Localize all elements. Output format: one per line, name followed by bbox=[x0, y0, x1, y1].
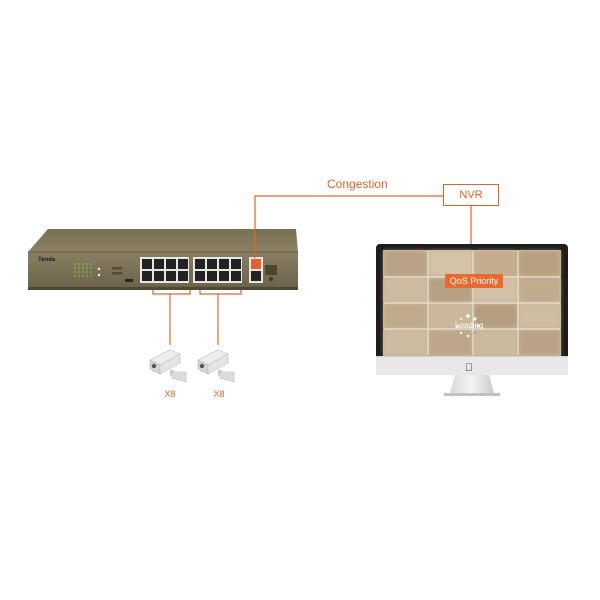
switch-top-panel bbox=[28, 229, 298, 252]
qos-priority-label: QoS Priority bbox=[450, 276, 499, 286]
port-group-2-bracket bbox=[200, 290, 241, 294]
congestion-label: Congestion bbox=[327, 177, 388, 191]
apple-logo-icon:  bbox=[463, 362, 475, 374]
port-block-1 bbox=[140, 257, 189, 283]
nvr-label: NVR bbox=[459, 189, 482, 201]
loading-label: Loading bbox=[455, 321, 483, 330]
monitor-stand bbox=[450, 375, 494, 393]
qos-priority-badge: QoS Priority bbox=[445, 274, 503, 288]
switch-brand-logo: Tenda bbox=[38, 257, 56, 263]
port-block-2 bbox=[193, 257, 242, 283]
surveillance-camera-icon bbox=[198, 350, 234, 382]
port-group-1-bracket bbox=[153, 290, 190, 294]
surveillance-camera-icon bbox=[150, 350, 186, 382]
camera-group-2-count: X8 bbox=[204, 389, 234, 399]
switch-base bbox=[28, 287, 298, 290]
monitor-stand-base bbox=[444, 393, 500, 396]
camera-group-1-count: X8 bbox=[155, 389, 185, 399]
poe-switch bbox=[28, 229, 298, 290]
nvr-label-box: NVR bbox=[443, 184, 499, 206]
